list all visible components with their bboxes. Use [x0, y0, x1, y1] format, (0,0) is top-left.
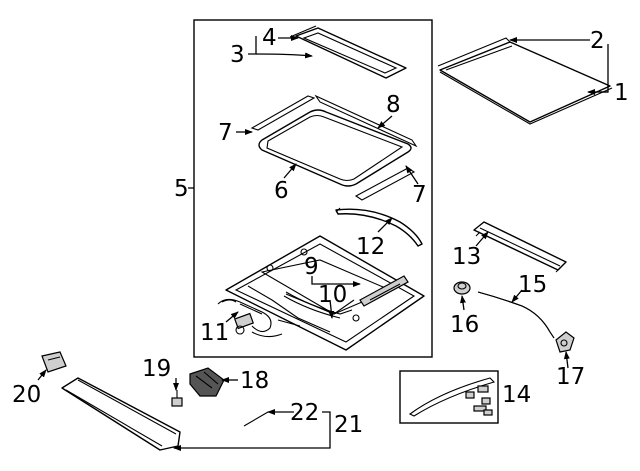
callout-15: 15: [518, 272, 547, 298]
sunroof-motor: [217, 298, 283, 338]
side-seal-right: [354, 167, 416, 201]
grommet: [453, 281, 471, 295]
callout-8: 8: [386, 92, 401, 118]
callout-7-left: 7: [218, 120, 233, 146]
callout-11: 11: [200, 320, 229, 346]
front-finish-panel: [61, 377, 181, 451]
hose-clip: [555, 331, 575, 353]
drain-hose: [477, 291, 555, 339]
callout-21: 21: [334, 412, 363, 438]
callout-6: 6: [274, 178, 289, 204]
drive-cable-track: [359, 275, 409, 307]
callout-14: 14: [502, 382, 531, 408]
callout-19: 19: [142, 356, 171, 382]
callout-18: 18: [240, 368, 269, 394]
bolt: [171, 390, 183, 407]
callout-7-right: 7: [412, 182, 427, 208]
callout-9: 9: [304, 254, 319, 280]
frame-seal: [258, 109, 412, 187]
rear-cross-member: [473, 221, 567, 273]
wind-deflector: [289, 25, 407, 79]
callout-20: 20: [12, 382, 41, 408]
side-seal-left: [250, 95, 316, 131]
trim-strip: [408, 377, 496, 417]
retainer-clip: [41, 351, 67, 373]
callout-4: 4: [262, 25, 277, 51]
glass-panel: [439, 41, 613, 125]
locating-pin: [243, 411, 269, 427]
guide-rail: [283, 291, 353, 319]
drive-motor-unit: [189, 367, 225, 397]
trim-clips: [465, 385, 493, 416]
leader-lines: [37, 35, 609, 451]
callout-17: 17: [556, 364, 585, 390]
trim-kit-group-box: [399, 370, 499, 424]
callout-13: 13: [452, 244, 481, 270]
callout-2: 2: [590, 28, 605, 54]
callout-16: 16: [450, 312, 479, 338]
callout-1: 1: [614, 80, 629, 106]
glass-seal: [437, 37, 511, 67]
callout-5: 5: [174, 176, 189, 202]
callout-12: 12: [356, 234, 385, 260]
callout-3: 3: [230, 42, 245, 68]
callout-22: 22: [290, 400, 319, 426]
drain-trough: [335, 207, 423, 247]
callout-10: 10: [318, 282, 347, 308]
sunroof-housing: [225, 235, 425, 351]
